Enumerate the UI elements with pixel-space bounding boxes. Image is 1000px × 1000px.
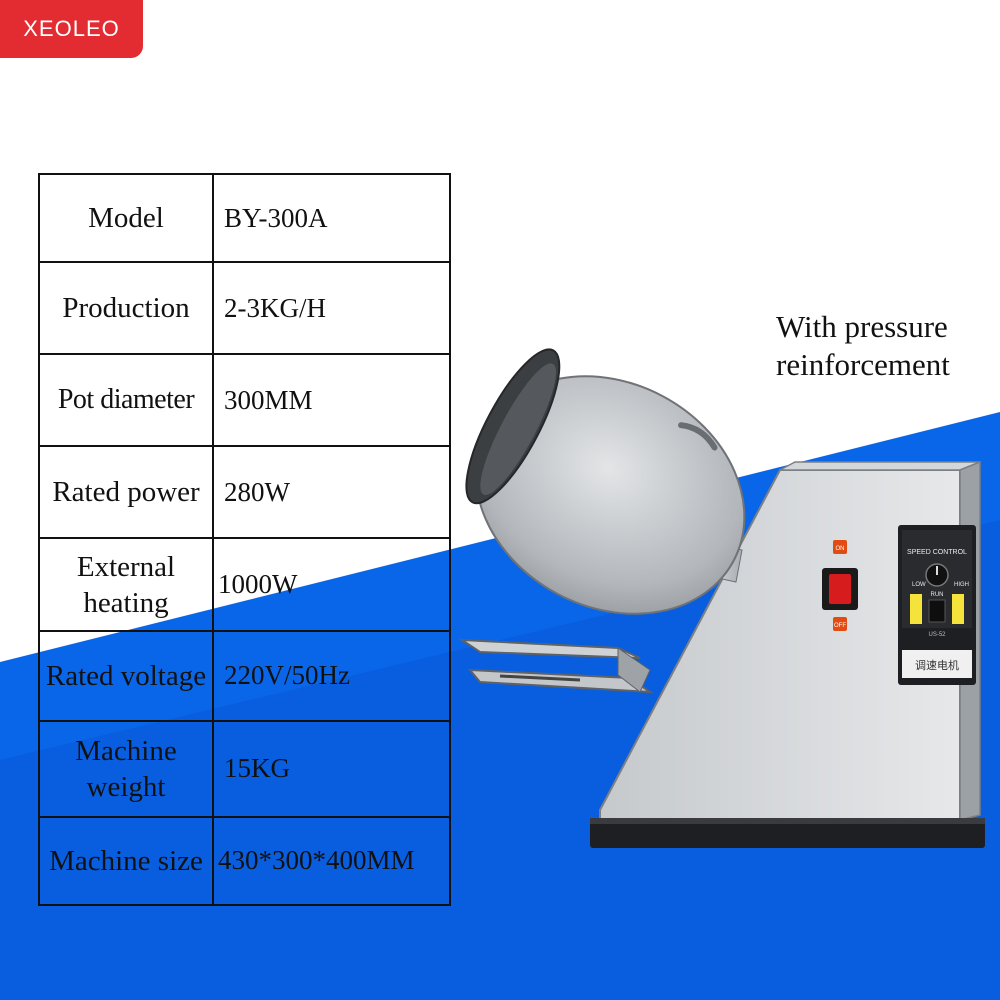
table-row: Pot diameter 300MM (38, 353, 451, 448)
brand-logo-text: XEOLEO (23, 16, 120, 41)
spec-value: 300MM (212, 353, 451, 448)
spec-label: Rated power (38, 445, 214, 540)
table-row: Rated power 280W (38, 445, 451, 540)
table-row: Production 2-3KG/H (38, 261, 451, 356)
spec-value: 280W (212, 445, 451, 540)
table-row: Rated voltage 220V/50Hz (38, 629, 451, 722)
spec-value: 2-3KG/H (212, 261, 451, 356)
spec-value: 430*300*400MM (212, 815, 451, 907)
spec-label: Machine size (38, 815, 214, 907)
switch-on-label: ON (836, 546, 845, 552)
spec-value: 1000W (212, 537, 451, 632)
spec-table: Model BY-300A Production 2-3KG/H Pot dia… (38, 172, 451, 907)
brand-logo: XEOLEO (0, 0, 143, 58)
spec-label: Production (38, 261, 214, 356)
switch-off-label: OFF (834, 623, 846, 629)
coating-drum (465, 348, 746, 615)
spec-label: Machine weight (38, 719, 214, 818)
power-switch: ON OFF (822, 540, 858, 631)
panel-model-code: US-52 (928, 632, 946, 638)
speed-high-label: HIGH (954, 582, 969, 588)
table-row: Machine size 430*300*400MM (38, 815, 451, 907)
spec-label: External heating (38, 537, 214, 632)
table-row: Model BY-300A (38, 172, 451, 264)
spec-label: Rated voltage (38, 629, 214, 722)
spec-value: 15KG (212, 719, 451, 818)
speed-low-label: LOW (912, 582, 926, 588)
spec-value: 220V/50Hz (212, 629, 451, 722)
table-row: External heating 1000W (38, 537, 451, 632)
speed-run-label: RUN (931, 592, 944, 598)
tray (458, 638, 654, 694)
spec-label: Model (38, 172, 214, 264)
spec-label: Pot diameter (38, 353, 214, 448)
table-row: Machine weight 15KG (38, 719, 451, 818)
feature-note: With pressure reinforcement (776, 308, 950, 384)
spec-value: BY-300A (212, 172, 451, 264)
feature-note-line: With pressure (776, 309, 948, 344)
feature-note-line: reinforcement (776, 347, 950, 382)
speed-control-panel: SPEED CONTROL LOW HIGH RUN US-52 调速电机 (898, 525, 976, 685)
coating-machine-illustration: ON OFF SPEED CONTROL LOW HIGH RUN US-52 … (458, 348, 985, 848)
speed-control-label: SPEED CONTROL (907, 549, 967, 556)
panel-cn-label: 调速电机 (915, 658, 959, 672)
